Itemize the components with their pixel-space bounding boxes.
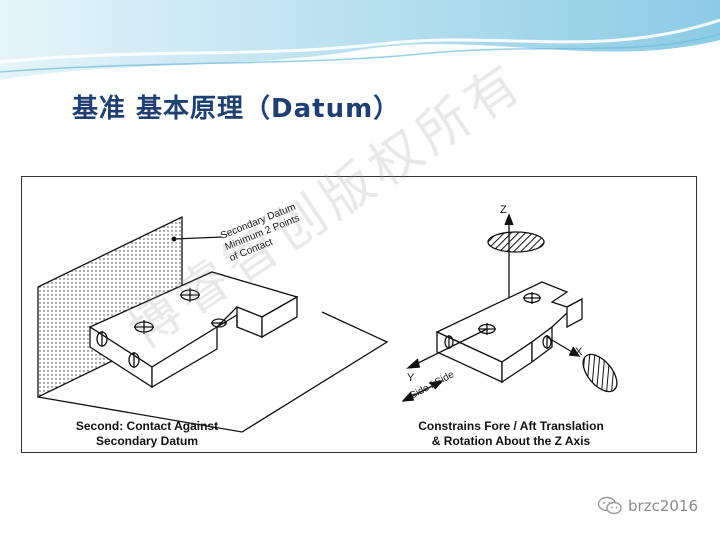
target-symbol <box>523 292 541 304</box>
z-rotation-symbol <box>487 231 545 253</box>
x-rotation-symbol <box>582 353 618 393</box>
left-caption-line1: Second: Contact Against <box>76 419 218 433</box>
right-caption-line1: Constrains Fore / Aft Translation <box>418 419 604 433</box>
right-caption-line2: & Rotation About the Z Axis <box>432 434 591 448</box>
target-symbol <box>180 288 200 302</box>
target-symbol <box>134 320 154 334</box>
callout-text-group: Secondary Datum Minimum 2 Points of Cont… <box>219 202 301 264</box>
datum-figure: Secondary Datum Minimum 2 Points of Cont… <box>21 176 697 453</box>
slide-title: 基准 基本原理（Datum） <box>72 94 401 124</box>
axis-label-z: Z <box>500 204 507 216</box>
left-panel-drawing <box>37 215 389 433</box>
callout-leader-line <box>173 236 223 240</box>
primary-datum-plane <box>37 311 389 433</box>
y-axis-line <box>409 328 488 368</box>
axis-label-x: X <box>575 346 583 358</box>
target-symbol <box>128 352 140 368</box>
right-panel-drawing <box>401 213 618 402</box>
account-name: brzc2016 <box>628 497 698 515</box>
datum-diagram: Secondary Datum Minimum 2 Points of Cont… <box>37 202 618 448</box>
account-badge: brzc2016 <box>597 496 698 516</box>
wechat-icon <box>597 496 622 515</box>
target-symbol <box>211 318 227 328</box>
left-caption-line2: Secondary Datum <box>96 434 198 448</box>
target-symbol <box>96 331 108 347</box>
header-wave-decoration <box>0 0 720 80</box>
side-side-label: Side / Side <box>408 369 456 402</box>
axis-label-y: Y <box>407 372 415 384</box>
